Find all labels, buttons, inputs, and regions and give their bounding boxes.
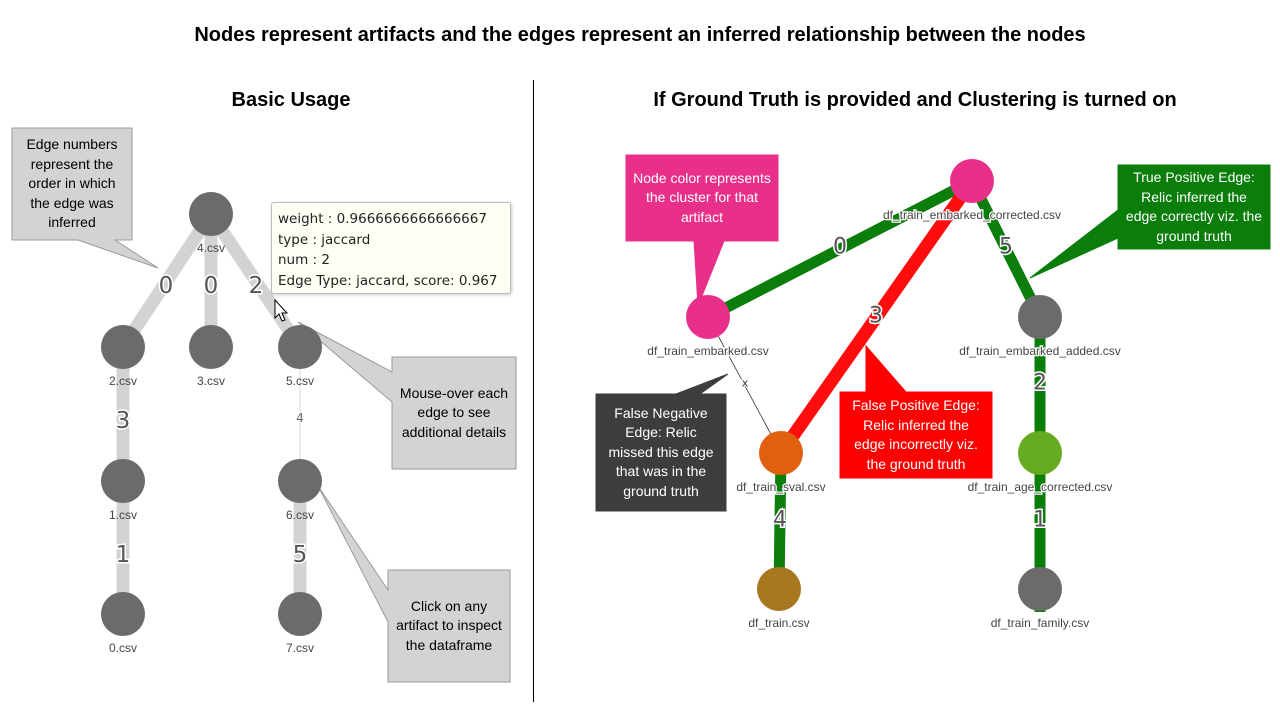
node-label-0: 0.csv <box>109 641 137 655</box>
node-4 <box>189 192 233 236</box>
tooltip-edge-type: Edge Type: jaccard, score: 0.967 <box>278 272 498 289</box>
callout-shape-node-color <box>625 154 779 307</box>
node-label-6: 6.csv <box>286 508 314 522</box>
callout-true-positive: True Positive Edge: Relic inferred the e… <box>1125 169 1263 244</box>
node-label-sval: df_train_sval.csv <box>736 480 825 494</box>
node-1 <box>101 459 145 503</box>
callout-false-negative: False Negative Edge: Relic missed this e… <box>608 404 714 499</box>
edge-label-4-2: 0 <box>159 273 174 299</box>
page-title: Nodes represent artifacts and the edges … <box>194 24 1086 46</box>
node-2 <box>101 325 145 369</box>
callout-node-color: Node color represents the cluster for th… <box>633 169 771 225</box>
node-label-train: df_train.csv <box>748 616 809 630</box>
tooltip-type: type : jaccard <box>278 231 371 248</box>
node-label-added: df_train_embarked_added.csv <box>959 344 1120 358</box>
panel-divider <box>533 80 534 702</box>
node-added <box>1018 295 1062 339</box>
node-label-7: 7.csv <box>286 641 314 655</box>
node-label-3: 3.csv <box>197 374 225 388</box>
node-label-embarked: df_train_embarked.csv <box>647 344 768 358</box>
callout-mouse-over: Mouse-over each edge to see additional d… <box>399 384 509 440</box>
edge-label-sval-train: 4 <box>773 508 787 533</box>
node-sval <box>759 431 803 475</box>
node-0 <box>101 592 145 636</box>
callout-click-artifact: Click on any artifact to inspect the dat… <box>396 597 502 653</box>
edge-label-5-6: 4 <box>296 411 304 425</box>
callout-false-positive: False Positive Edge: Relic inferred the … <box>852 397 980 472</box>
edge-embarked-sval <box>707 316 782 454</box>
tooltip-num: num : 2 <box>278 252 330 268</box>
edge-label-4-5: 2 <box>249 273 264 299</box>
edge-tooltip: weight : 0.9666666666666667 type : jacca… <box>271 202 511 294</box>
node-corrected <box>950 159 994 203</box>
left-panel-title: Basic Usage <box>231 89 351 111</box>
node-train <box>757 567 801 611</box>
edge-label-2-1: 3 <box>116 408 131 434</box>
callout-shape-false-negative <box>595 373 729 512</box>
callout-shape-click <box>317 485 511 683</box>
callout-edge-numbers: Edge numbers represent the order in whic… <box>26 136 118 231</box>
edge-label-corrected-added: 5 <box>999 235 1013 260</box>
edge-4-2 <box>117 210 217 351</box>
edge-corrected-added <box>967 178 1045 320</box>
node-7 <box>278 592 322 636</box>
node-3 <box>189 325 233 369</box>
node-5 <box>278 325 322 369</box>
edge-label-embarked-corrected: 0 <box>833 235 847 260</box>
callout-shape-edge-numbers <box>11 127 159 269</box>
node-label-4: 4.csv <box>197 241 225 255</box>
node-family <box>1018 567 1062 611</box>
callout-shape-false-positive <box>839 344 993 479</box>
edge-label-4-3: 0 <box>204 273 219 299</box>
node-label-2: 2.csv <box>109 374 137 388</box>
edge-label-6-7: 5 <box>293 542 308 568</box>
node-label-age: df_train_age_corrected.csv <box>968 480 1113 494</box>
edge-embarked-corrected <box>705 176 975 322</box>
node-6 <box>278 459 322 503</box>
edge-4-5 <box>205 210 306 351</box>
node-embarked <box>686 295 730 339</box>
node-label-1: 1.csv <box>109 508 137 522</box>
edge-label-1-0: 1 <box>116 542 131 568</box>
node-age <box>1018 431 1062 475</box>
callout-shape-true-positive <box>1029 164 1271 279</box>
callout-shape-mouse-over <box>297 321 517 470</box>
edge-label-embarked-sval: x <box>742 377 749 390</box>
node-label-5: 5.csv <box>286 374 314 388</box>
edge-label-corrected-sval: 3 <box>869 304 883 329</box>
edge-corrected-sval <box>775 177 978 457</box>
edge-label-added-age: 2 <box>1033 371 1047 396</box>
right-panel-title: If Ground Truth is provided and Clusteri… <box>653 89 1177 111</box>
node-label-family: df_train_family.csv <box>991 616 1089 630</box>
edge-sval-train <box>773 452 787 590</box>
node-label-corrected: df_train_embarked_corrected.csv <box>883 208 1061 222</box>
edge-label-age-family: 1 <box>1033 508 1047 533</box>
tooltip-weight: weight : 0.9666666666666667 <box>278 211 487 227</box>
mouse-cursor-icon <box>274 298 289 322</box>
